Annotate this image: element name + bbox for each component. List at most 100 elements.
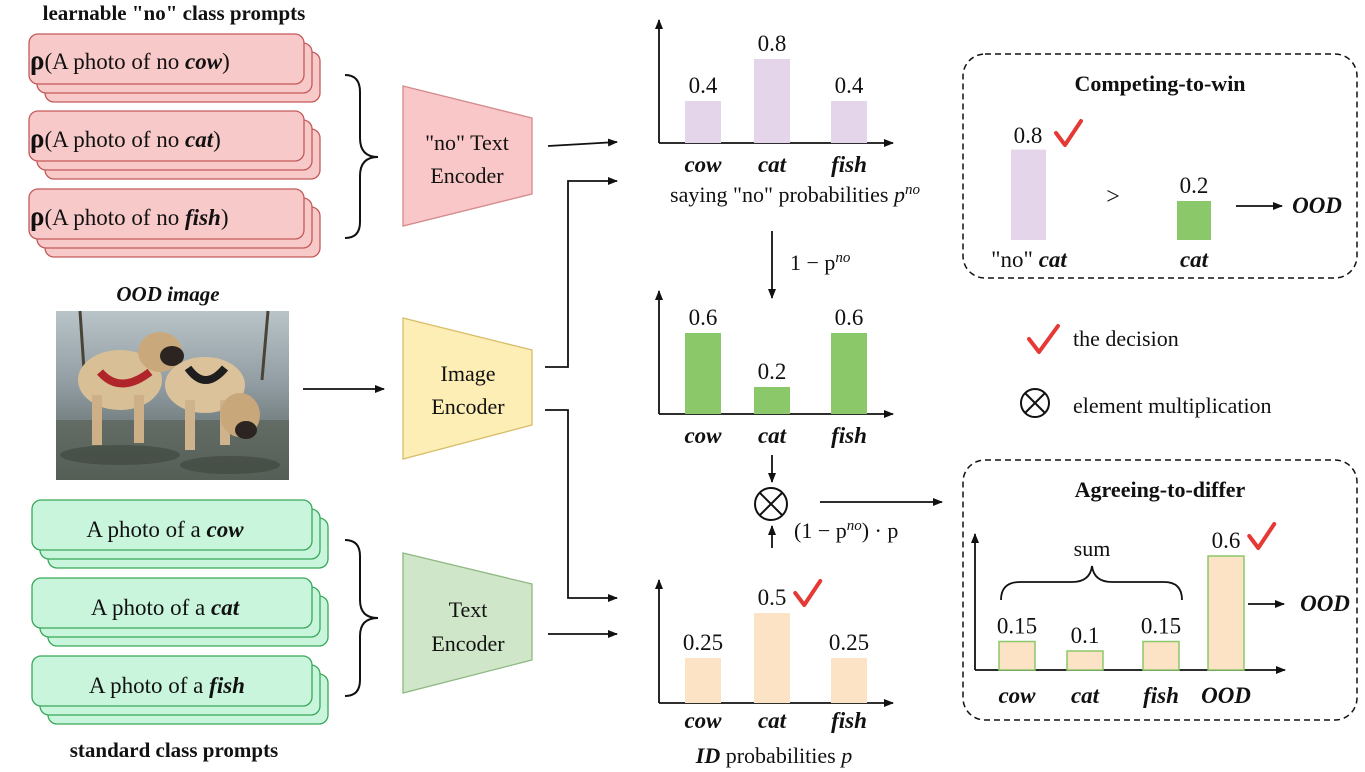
one-minus-sup: no (835, 250, 851, 266)
rho-symbol: ρ (30, 45, 44, 75)
bar-cat (1066, 650, 1104, 671)
no-prompt-stack-cow: ρ(A photo of no cow) (28, 33, 321, 103)
category-label: fish (831, 152, 867, 177)
category-label: cow (684, 152, 722, 177)
check-icon (1027, 324, 1060, 354)
no-caption-sup: no (905, 182, 921, 198)
product-text: (1 − p (794, 518, 847, 543)
category-label: fish (831, 708, 867, 733)
no-text-encoder: "no" Text Encoder (402, 85, 533, 227)
bar-value-label: 0.5 (758, 585, 787, 610)
no-probabilities-caption: saying "no" probabilities pno (670, 182, 920, 207)
image-encoder-line2: Encoder (431, 394, 505, 419)
std-prompts-brace (344, 539, 379, 697)
sum-brace (1000, 565, 1183, 601)
bar-value-label: 0.15 (997, 614, 1037, 639)
no-prompt-text: (A photo of no (44, 49, 185, 74)
no-probabilities-chart: 0.4 cow 0.8 cat 0.4 fish (655, 19, 894, 177)
bar-value-label: 0.1 (1071, 623, 1100, 648)
ood-image (56, 310, 289, 480)
category-label: cow (684, 708, 722, 733)
competing-id-bar (1177, 201, 1211, 240)
bar-value-label: 0.25 (683, 630, 723, 655)
legend-multiplication: element multiplication (1073, 393, 1272, 418)
bar-value-label: 0.8 (758, 31, 787, 56)
no-caption-text: saying "no" probabilities (670, 182, 894, 207)
bar-value-label: 0.6 (1212, 528, 1241, 553)
bar-cat (754, 387, 790, 414)
no-prompts-brace (344, 74, 379, 239)
id-probabilities-chart: 0.25 cow 0.5 cat 0.25 fish (655, 579, 894, 733)
std-prompt-text: A photo of a (89, 673, 209, 698)
no-text-encoder-line1: "no" Text (425, 130, 509, 155)
category-label: cat (758, 708, 787, 733)
no-prompt-class: fish (185, 205, 221, 230)
std-prompt-stack-fish: A photo of a fish (31, 655, 329, 725)
category-label: cow (684, 423, 722, 448)
svg-text:A photo of a cat: A photo of a cat (91, 595, 240, 620)
no-prompt-text: (A photo of no (44, 205, 185, 230)
category-label: cow (998, 683, 1036, 708)
id-caption-p: p (839, 743, 852, 768)
bar-cat (754, 59, 790, 143)
check-icon (793, 579, 823, 607)
bar-value-label: 0.6 (689, 305, 718, 330)
category-label: cat (758, 152, 787, 177)
bar-cow (685, 658, 721, 703)
no-prompt-class: cow (185, 49, 223, 74)
no-prompt-close: ) (221, 205, 229, 230)
std-prompt-class: cow (207, 517, 245, 542)
no-prompt-stack-cat: ρ(A photo of no cat) (28, 110, 321, 180)
bar-cow (685, 101, 721, 143)
no-prompt-class: cat (185, 127, 214, 152)
competing-right-label: cat (1180, 247, 1209, 272)
one-minus-text: 1 − p (790, 250, 835, 275)
arrow-no-encoder-to-chart (547, 138, 618, 147)
no-prompt-close: ) (213, 127, 221, 152)
std-prompt-stack-cat: A photo of a cat (31, 577, 329, 647)
rho-symbol: ρ (30, 201, 44, 231)
bar-value-label: 0.25 (829, 630, 869, 655)
competing-no-bar (1011, 149, 1046, 240)
sum-label: sum (1074, 536, 1111, 561)
std-prompt-class: fish (209, 673, 245, 698)
bar-value-label: 0.2 (758, 359, 787, 384)
legend-decision: the decision (1073, 326, 1179, 351)
competing-left-value: 0.8 (1014, 123, 1043, 148)
competing-to-win-panel: Competing-to-win 0.8 "no" cat > 0.2 cat … (962, 53, 1358, 279)
competing-left-label-q: "no" (991, 247, 1039, 272)
product-label: (1 − pno) · p (794, 518, 898, 543)
agreeing-result: OOD (1300, 591, 1350, 616)
bar-fish (831, 658, 867, 703)
std-prompts-header: standard class prompts (70, 738, 278, 762)
text-encoder: Text Encoder (402, 552, 533, 694)
legend: the decision element multiplication (1020, 324, 1272, 418)
rho-symbol: ρ (30, 123, 44, 153)
category-label: fish (831, 423, 867, 448)
element-multiplication-symbol (754, 487, 788, 521)
bar-cat (754, 613, 790, 703)
bar-fish (831, 101, 867, 143)
std-prompt-text: A photo of a (86, 517, 206, 542)
competing-right-value: 0.2 (1180, 173, 1209, 198)
svg-text:A photo of a fish: A photo of a fish (89, 673, 245, 698)
no-caption-p: p (892, 182, 905, 207)
category-label: fish (1143, 683, 1179, 708)
bar-cow (685, 333, 721, 414)
std-prompt-stack-cow: A photo of a cow (31, 499, 329, 569)
competing-result: OOD (1292, 193, 1342, 218)
std-prompt-text: A photo of a (91, 595, 211, 620)
no-prompts-header: learnable "no" class prompts (43, 1, 306, 25)
category-label: cat (758, 423, 787, 448)
std-prompt-class: cat (211, 595, 240, 620)
product-tail: ) · p (862, 518, 899, 543)
competing-left-label: "no" cat (991, 247, 1067, 272)
competing-left-label-cls: cat (1039, 247, 1068, 272)
one-minus-label: 1 − pno (790, 250, 851, 275)
bar-value-label: 0.15 (1141, 614, 1181, 639)
no-prompt-text: (A photo of no (44, 127, 185, 152)
bar-value-label: 0.4 (689, 73, 718, 98)
bar-value-label: 0.4 (835, 73, 864, 98)
bar-cow (998, 640, 1036, 671)
